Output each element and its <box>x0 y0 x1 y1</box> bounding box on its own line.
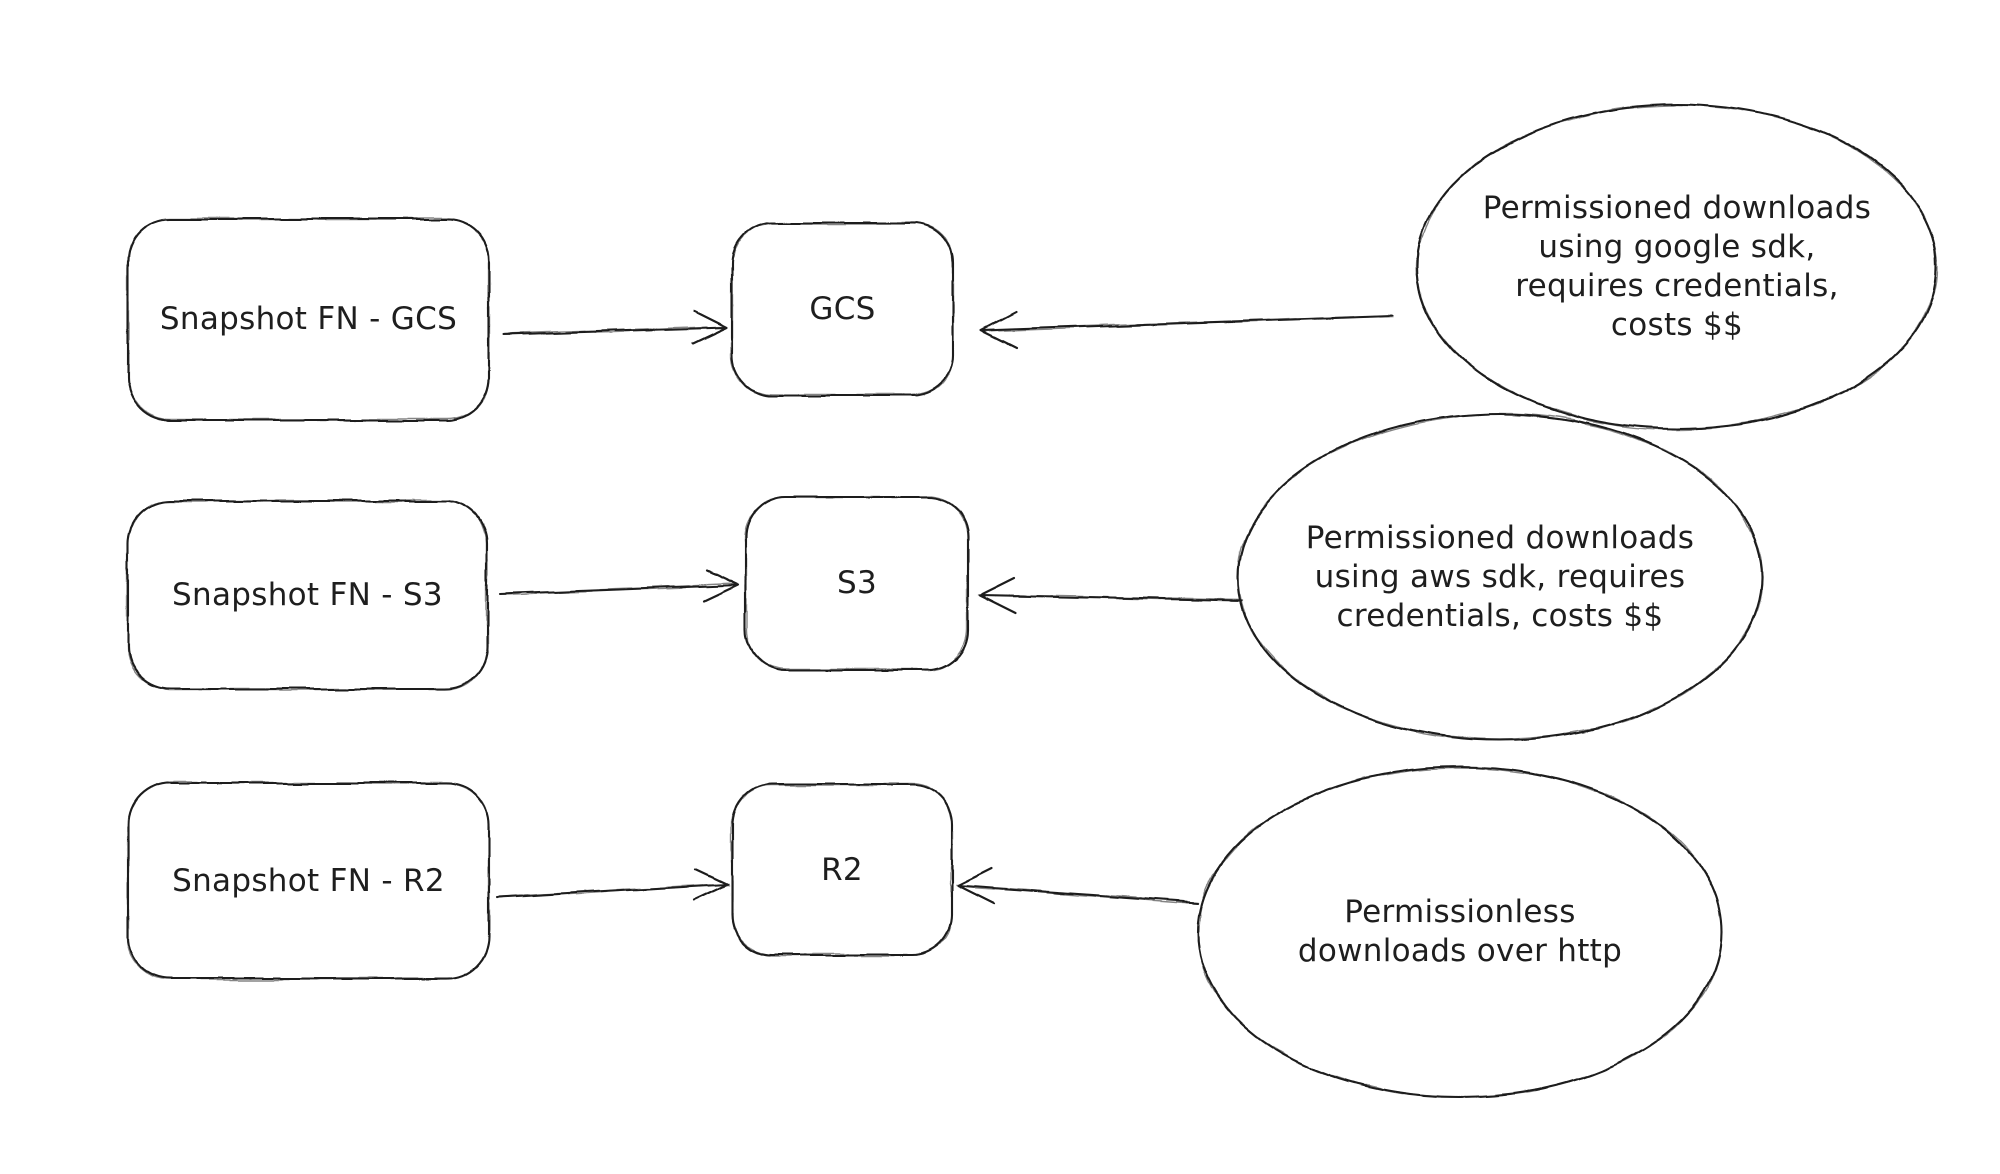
snapshot-fn-r2-box <box>126 781 491 981</box>
sketch-layer-overdraw <box>127 104 1938 1098</box>
r2-note-ellipse <box>1196 765 1724 1099</box>
s3-box-overdraw <box>745 496 969 671</box>
gcs-note-ellipse <box>1415 103 1939 431</box>
arrow-snapshot-s3-to-s3-overdraw <box>499 584 739 595</box>
arrow-r2-note-to-r2 <box>956 867 1200 906</box>
s3-box <box>744 495 970 672</box>
s3-note-ellipse <box>1236 412 1764 742</box>
gcs-box <box>730 221 955 397</box>
snapshot-fn-s3-box <box>126 499 489 691</box>
s3-note-ellipse-overdraw <box>1237 413 1763 741</box>
snapshot-fn-gcs-box <box>126 217 491 422</box>
sketch-layer-primary <box>126 103 1939 1099</box>
r2-note-ellipse-overdraw <box>1197 766 1723 1098</box>
gcs-note-ellipse-overdraw <box>1416 104 1938 430</box>
arrow-snapshot-r2-to-r2-overdraw <box>496 883 729 898</box>
snapshot-fn-s3-box-overdraw <box>127 500 488 690</box>
arrow-r2-note-to-r2-overdraw <box>957 885 1199 904</box>
arrow-s3-note-to-s3-overdraw <box>979 594 1243 601</box>
arrow-snapshot-s3-to-s3 <box>498 568 740 603</box>
r2-box <box>730 783 954 957</box>
arrow-snapshot-gcs-to-gcs <box>501 309 728 345</box>
arrow-snapshot-gcs-to-gcs-overdraw <box>502 326 726 335</box>
gcs-box-overdraw <box>731 222 954 396</box>
r2-box-overdraw <box>731 784 953 956</box>
snapshot-fn-gcs-box-overdraw <box>127 218 490 421</box>
arrow-gcs-note-to-gcs-overdraw <box>981 315 1393 331</box>
snapshot-fn-r2-box-overdraw <box>127 782 490 980</box>
